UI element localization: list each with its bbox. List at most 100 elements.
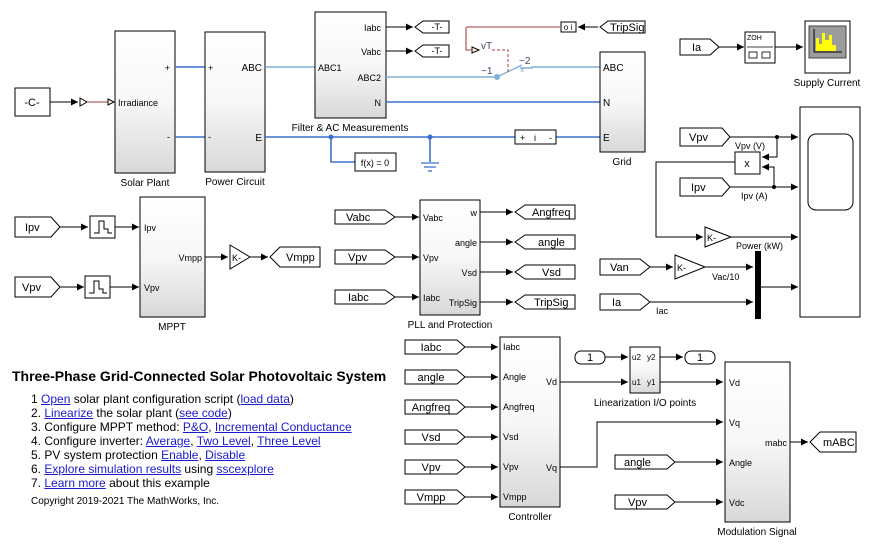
annotation-link[interactable]: load data (240, 392, 290, 406)
svg-text:w: w (470, 208, 478, 218)
annotation-link[interactable]: sscexplore (216, 462, 274, 476)
from-tag-ia[interactable]: Ia (679, 38, 720, 56)
mppt-block[interactable]: Ipv Vpv Vmpp MPPT (139, 196, 206, 333)
annotation-link[interactable]: Enable (161, 448, 199, 462)
goto-tag-vsd[interactable]: Vsd (514, 264, 576, 280)
goto-tag-vmpp[interactable]: Vmpp (269, 246, 321, 268)
from-tag-van[interactable]: Van (599, 258, 651, 276)
constant-block[interactable]: -C- (14, 87, 51, 117)
filter-ac-measurements-block[interactable]: Iabc Vabc ABC1 ABC2 N Filter & AC Measur… (292, 11, 409, 134)
from-tag-angle-mod[interactable]: angle (614, 454, 676, 470)
pll-protection-block[interactable]: Vabc Vpv Iabc w angle Vsd TripSig PLL an… (408, 199, 493, 331)
annotation-link[interactable]: Three Level (257, 434, 321, 448)
annotation-text: ) (227, 406, 232, 420)
outport-1[interactable]: 1 (684, 350, 716, 365)
from-tag-vpv-pll[interactable]: Vpv (334, 249, 396, 265)
rate-transition-ipv[interactable] (89, 215, 116, 239)
boolean-convert-block[interactable]: o i (560, 21, 577, 33)
main-scope[interactable] (799, 106, 861, 318)
instruction-item: 4. Configure inverter: Average, Two Leve… (31, 434, 412, 448)
port-label: - (208, 132, 211, 142)
current-sensor-block[interactable]: + i - (514, 129, 557, 145)
port-label: + (208, 63, 213, 73)
annotation-text: the solar plant ( (93, 406, 180, 420)
goto-tag-angfreq[interactable]: Angfreq (514, 204, 576, 220)
from-tag-iabc-pll[interactable]: Iabc (334, 289, 396, 305)
supply-current-scope[interactable]: Supply Current (794, 20, 861, 89)
annotation-link[interactable]: Learn more (44, 476, 106, 490)
power-circuit-block[interactable]: + - ABC E Power Circuit (204, 31, 266, 188)
goto-tag-angle[interactable]: angle (514, 234, 576, 250)
item-number: 1 (31, 392, 38, 406)
port-label: ABC1 (318, 63, 342, 73)
goto-tag-mabc[interactable]: mABC (809, 431, 857, 453)
from-tag-vpv-scope[interactable]: Vpv (679, 127, 731, 147)
ground-icon (421, 137, 439, 172)
from-tag-controller-input[interactable]: Iabc (404, 339, 466, 355)
svg-text:TripSig: TripSig (534, 297, 568, 309)
svg-text:Vq: Vq (729, 418, 740, 428)
inport-1[interactable]: 1 (574, 350, 606, 365)
model-title: Three-Phase Grid-Connected Solar Photovo… (12, 368, 387, 384)
annotation-text: using (181, 462, 217, 476)
goto-tag-tripsig[interactable]: TripSig (514, 294, 576, 310)
solar-plant-block[interactable]: Irradiance + - Solar Plant (114, 30, 176, 189)
annotation-link[interactable]: P&O (182, 420, 209, 434)
svg-text:Vabc: Vabc (346, 212, 371, 224)
product-block[interactable]: x (734, 151, 761, 175)
annotation-link[interactable]: Linearize (44, 406, 94, 420)
from-tag-controller-input[interactable]: angle (404, 369, 466, 385)
modulation-signal-block[interactable]: Vd Vq Angle Vdc mabc Modulation Signal (717, 361, 797, 538)
from-tag-ia-scope[interactable]: Ia (599, 293, 651, 311)
svg-text:Ia: Ia (692, 42, 702, 54)
switch-pos1-label: ~1 (481, 66, 493, 77)
from-tag-ipv-scope[interactable]: Ipv (679, 177, 731, 197)
grid-block[interactable]: ABC N E Grid (599, 51, 646, 168)
linearization-io-block[interactable]: u2 y2 u1 y1 Linearization I/O points (594, 346, 696, 409)
goto-tag-t1[interactable]: -T- (414, 20, 450, 34)
from-tag-vpv-mod[interactable]: Vpv (614, 494, 676, 510)
svg-text:K-: K- (232, 253, 241, 263)
annotation-link[interactable]: Average (145, 434, 191, 448)
switch-x-mark: × (520, 66, 525, 75)
mux-block[interactable] (755, 251, 761, 319)
annotation-link[interactable]: Two Level (196, 434, 251, 448)
goto-tag-t2[interactable]: -T- (414, 44, 450, 58)
svg-text:angle: angle (455, 238, 477, 248)
from-tag-controller-input[interactable]: Vpv (404, 459, 466, 475)
port-label: Angfreq (503, 402, 535, 412)
svg-text:Vd: Vd (546, 377, 557, 387)
from-tag-controller-input[interactable]: Vmpp (404, 489, 466, 505)
annotation-link[interactable]: Open (41, 392, 71, 406)
gain-block-vac[interactable]: K- (674, 254, 707, 280)
from-tag-vabc-pll[interactable]: Vabc (334, 209, 396, 225)
annotation-link[interactable]: Disable (205, 448, 246, 462)
instructions-list: 1 Open solar plant configuration script … (12, 392, 412, 490)
item-number: 2. (31, 406, 42, 420)
annotation-link[interactable]: see code (179, 406, 228, 420)
ps-converter-icon (79, 97, 89, 107)
svg-text:u1: u1 (632, 378, 641, 387)
svg-text:K-: K- (677, 263, 686, 273)
port-icon (107, 98, 116, 106)
from-tag-controller-input[interactable]: Angfreq (404, 399, 466, 415)
from-tag-ipv-mppt[interactable]: Ipv (14, 216, 61, 238)
rate-transition-vpv[interactable] (84, 275, 111, 299)
svg-text:Ipv: Ipv (691, 182, 706, 194)
zero-order-hold-block[interactable]: ZOH (744, 31, 776, 64)
solver-configuration-block[interactable]: f(x) = 0 (354, 152, 397, 172)
signal-label: Iac (656, 306, 669, 316)
svg-text:angle: angle (538, 237, 565, 249)
from-tag-controller-input[interactable]: Vsd (404, 429, 466, 445)
from-tag-tripsig[interactable]: TripSig (599, 20, 646, 34)
svg-text:Vpv: Vpv (689, 132, 708, 144)
gain-block-mppt[interactable]: K- (229, 244, 251, 270)
svg-text:1: 1 (587, 352, 593, 364)
svg-text:angle: angle (418, 372, 445, 384)
annotation-link[interactable]: Explore simulation results (44, 462, 182, 476)
from-tag-vpv-mppt[interactable]: Vpv (14, 276, 61, 298)
annotation-link[interactable]: Incremental Conductance (214, 420, 352, 434)
switch-blade[interactable] (496, 64, 523, 78)
gain-block-power[interactable]: K- (704, 226, 733, 248)
